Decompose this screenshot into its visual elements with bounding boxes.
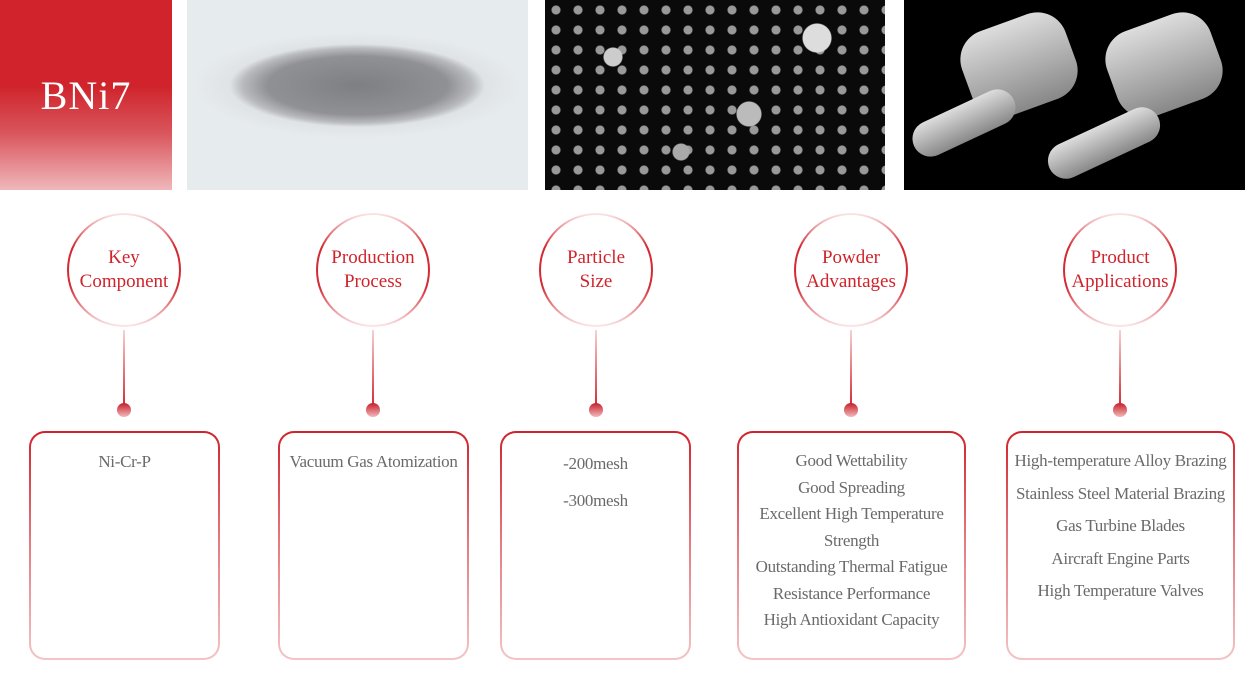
circle-title-line: Product (1090, 247, 1150, 268)
list-item: Outstanding Thermal Fatigue (755, 557, 948, 576)
connector-dot (117, 403, 131, 417)
list-item: Stainless Steel Material Brazing (1016, 483, 1225, 503)
list-item: High Antioxidant Capacity (763, 610, 940, 629)
connector-line (1119, 330, 1121, 406)
list-item: Ni-Cr-P (98, 452, 151, 471)
list-item: Good Spreading (798, 477, 905, 497)
circle-title-line: Particle (566, 247, 626, 268)
powder-advantages-box: Good Wettability Good Spreading Excellen… (737, 431, 966, 660)
brazed-parts-image (904, 0, 1245, 190)
list-item: Strength (823, 530, 880, 550)
list-item: Gas Turbine Blades (1056, 516, 1185, 535)
connector-line (595, 330, 597, 406)
powder-dish-image (187, 0, 528, 190)
list-item: Good Wettability (795, 451, 908, 470)
list-item: Vacuum Gas Atomization (289, 452, 458, 471)
connector-dot (844, 403, 858, 417)
circle-title-line: Process (343, 271, 403, 292)
powder-micrograph-image (545, 0, 885, 190)
circle-title-line: Key (108, 247, 140, 268)
list-item: High-temperature Alloy Brazing (1014, 451, 1227, 470)
connector-line (123, 330, 125, 406)
brand-title: BNi7 (40, 72, 132, 118)
circle-title-line: Advantages (806, 271, 896, 292)
circle-title-line: Production (331, 247, 415, 268)
circle-title-line: Component (79, 271, 169, 292)
connector-dot (589, 403, 603, 417)
list-item: Aircraft Engine Parts (1051, 548, 1190, 568)
list-item: High Temperature Valves (1037, 581, 1204, 600)
key-component-box: Ni-Cr-P (29, 431, 220, 660)
list-item: -300mesh (563, 491, 628, 510)
list-item: Resistance Performance (772, 583, 931, 603)
particle-size-box: -200mesh -300mesh (500, 431, 691, 660)
product-applications-box: High-temperature Alloy Brazing Stainless… (1006, 431, 1235, 660)
list-item: Excellent High Temperature (759, 504, 944, 523)
production-process-box: Vacuum Gas Atomization (278, 431, 469, 660)
circle-title-line: Applications (1071, 271, 1169, 292)
connector-dot (1113, 403, 1127, 417)
brand-tile: BNi7 (0, 0, 172, 190)
connector-line (850, 330, 852, 406)
connector-line (372, 330, 374, 406)
circle-title-line: Powder (821, 247, 881, 268)
circle-title-line: Size (579, 271, 613, 292)
list-item: -200mesh (563, 454, 628, 473)
connector-dot (366, 403, 380, 417)
